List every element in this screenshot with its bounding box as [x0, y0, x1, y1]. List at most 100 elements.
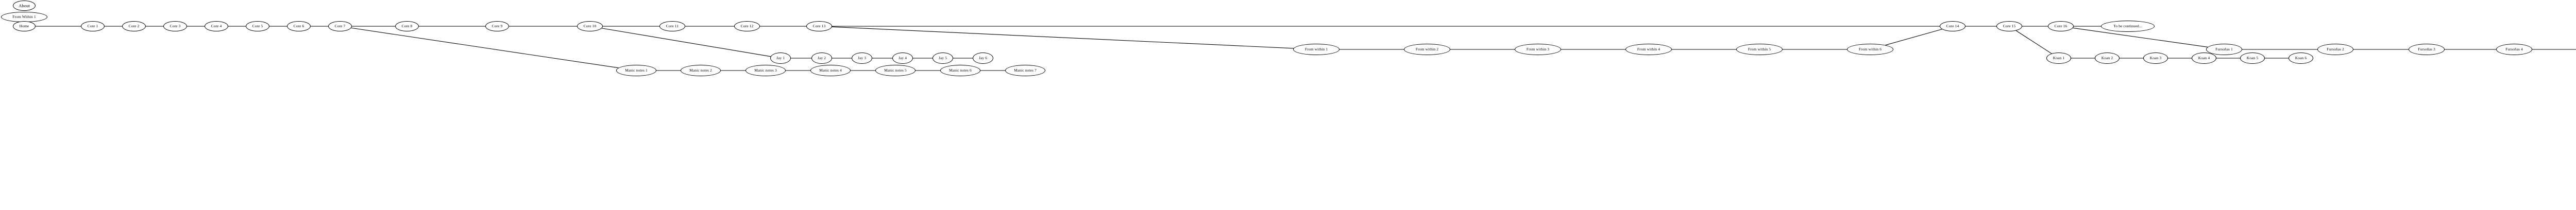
graph-node-core10[interactable]: Core 10 — [577, 21, 603, 31]
graph-node-label: Core 6 — [293, 24, 304, 29]
graph-node-jay1[interactable]: Jay 1 — [770, 52, 791, 64]
graph-node-core4[interactable]: Core 4 — [205, 21, 228, 31]
graph-node-label: From within 4 — [1637, 47, 1660, 52]
graph-node-home[interactable]: Home — [13, 21, 36, 31]
graph-node-fw6[interactable]: From within 6 — [1847, 44, 1893, 55]
graph-node-jay3[interactable]: Jay 3 — [852, 52, 872, 64]
graph-node-label: About — [19, 3, 30, 8]
graph-node-mn5[interactable]: Manic notes 5 — [875, 65, 916, 76]
graph-node-label: Koan 4 — [2198, 56, 2210, 61]
graph-node-fur2[interactable]: Fursoñas 2 — [2317, 44, 2353, 55]
graph-node-koan6[interactable]: Koan 6 — [2289, 52, 2313, 64]
graph-node-label: To be continued... — [2113, 24, 2142, 29]
graph-node-mn2[interactable]: Manic notes 2 — [681, 65, 721, 76]
graph-node-label: Core 14 — [1946, 24, 1959, 29]
graph-node-label: Core 15 — [2003, 24, 2016, 29]
graph-node-core14[interactable]: Core 14 — [1940, 21, 1965, 31]
graph-node-fur3[interactable]: Fursoñas 3 — [2409, 44, 2445, 55]
graph-node-jay5[interactable]: Jay 5 — [933, 52, 953, 64]
graph-node-fur4[interactable]: Fursoñas 4 — [2496, 44, 2532, 55]
graph-node-fw1[interactable]: From within 1 — [1293, 44, 1340, 55]
graph-node-core3[interactable]: Core 3 — [163, 21, 187, 31]
graph-node-label: From Within 1 — [12, 14, 36, 20]
graph-node-jay6[interactable]: Jay 6 — [973, 52, 993, 64]
graph-node-label: Core 16 — [2054, 24, 2067, 29]
graph-node-label: Core 13 — [812, 24, 826, 29]
graph-node-koan2[interactable]: Koan 2 — [2095, 52, 2120, 64]
graph-node-mn6[interactable]: Manic notes 6 — [940, 65, 980, 76]
graph-node-label: Fursoñas 3 — [2418, 47, 2435, 52]
graph-node-label: Manic notes 7 — [1014, 68, 1037, 73]
graph-node-core15[interactable]: Core 15 — [1996, 21, 2022, 31]
graph-node-jay4[interactable]: Jay 4 — [892, 52, 913, 64]
graph-node-label: Koan 1 — [2053, 56, 2065, 61]
graph-node-core6[interactable]: Core 6 — [287, 21, 311, 31]
graph-node-label: From within 3 — [1526, 47, 1550, 52]
graph-node-core8[interactable]: Core 8 — [395, 21, 419, 31]
graph-node-label: Jay 2 — [817, 56, 826, 61]
graph-node-label: Manic notes 5 — [884, 68, 907, 73]
graph-node-label: Manic notes 6 — [949, 68, 972, 73]
graph-node-mn4[interactable]: Manic notes 4 — [810, 65, 851, 76]
graph-node-label: Koan 3 — [2149, 56, 2162, 61]
graph-edge-fw6-core14 — [1885, 29, 1942, 46]
graph-edge-core13-fw1 — [832, 26, 1294, 49]
graph-node-core11[interactable]: Core 11 — [659, 21, 685, 31]
graph-node-label: Manic notes 2 — [689, 68, 712, 73]
graph-node-from_within_1_top[interactable]: From Within 1 — [1, 12, 47, 22]
graph-node-mn1[interactable]: Manic notes 1 — [616, 65, 656, 76]
graph-node-label: Core 4 — [211, 24, 222, 29]
graph-node-label: Core 8 — [401, 24, 413, 29]
graph-node-label: Core 2 — [128, 24, 140, 29]
graph-node-label: From within 5 — [1748, 47, 1771, 52]
graph-node-label: Core 10 — [583, 24, 597, 29]
graph-node-label: Manic notes 3 — [754, 68, 777, 73]
graph-node-fw4[interactable]: From within 4 — [1625, 44, 1672, 55]
graph-node-core9[interactable]: Core 9 — [485, 21, 509, 31]
graph-node-label: Manic notes 1 — [625, 68, 648, 73]
graph-node-label: Core 3 — [170, 24, 181, 29]
graph-node-mn7[interactable]: Manic notes 7 — [1005, 65, 1045, 76]
graph-node-core5[interactable]: Core 5 — [246, 21, 269, 31]
graph-node-fw3[interactable]: From within 3 — [1515, 44, 1561, 55]
graph-node-core1[interactable]: Core 1 — [81, 21, 105, 31]
graph-node-koan4[interactable]: Koan 4 — [2192, 52, 2216, 64]
graph-node-label: Core 9 — [492, 24, 503, 29]
graph-node-label: Core 11 — [666, 24, 679, 29]
graph-node-fw5[interactable]: From within 5 — [1736, 44, 1783, 55]
graph-edge-core7-mn1 — [351, 27, 619, 68]
graph-node-label: From within 1 — [1304, 47, 1328, 52]
graph-node-label: Koan 6 — [2295, 56, 2307, 61]
graph-node-label: Jay 4 — [898, 56, 907, 61]
graph-node-jay2[interactable]: Jay 2 — [811, 52, 832, 64]
graph-node-label: Jay 3 — [857, 56, 867, 61]
graph-node-fur1[interactable]: Fursoñas 1 — [2206, 44, 2242, 55]
graph-edge-core10-jay1 — [601, 28, 771, 57]
graph-node-fw2[interactable]: From within 2 — [1404, 44, 1450, 55]
graph-node-label: From within 6 — [1858, 47, 1882, 52]
graph-node-label: Core 1 — [87, 24, 98, 29]
graph-node-core13[interactable]: Core 13 — [806, 21, 832, 31]
graph-node-label: Manic notes 4 — [819, 68, 842, 73]
graph-node-label: Koan 5 — [2246, 56, 2259, 61]
graph-node-label: Jay 6 — [978, 56, 988, 61]
graph-node-label: Fursoñas 4 — [2505, 47, 2523, 52]
graph-node-label: Core 7 — [334, 24, 346, 29]
graph-node-label: Core 5 — [252, 24, 263, 29]
graph-node-koan1[interactable]: Koan 1 — [2046, 52, 2071, 64]
graph-node-koan5[interactable]: Koan 5 — [2240, 52, 2265, 64]
graph-node-core12[interactable]: Core 12 — [734, 21, 760, 31]
graph-node-label: From within 2 — [1415, 47, 1439, 52]
graph-node-label: Home — [19, 24, 29, 29]
graph-node-core16[interactable]: Core 16 — [2048, 21, 2074, 31]
graph-node-koan3[interactable]: Koan 3 — [2143, 52, 2168, 64]
graph-node-core7[interactable]: Core 7 — [328, 21, 352, 31]
graph-node-label: Core 12 — [740, 24, 754, 29]
graph-node-mn3[interactable]: Manic notes 3 — [745, 65, 786, 76]
graph-node-core2[interactable]: Core 2 — [122, 21, 146, 31]
graph-node-label: Koan 2 — [2101, 56, 2113, 61]
graph-node-tbc[interactable]: To be continued... — [2101, 21, 2155, 32]
graph-node-label: Jay 5 — [938, 56, 947, 61]
graph-node-about[interactable]: About — [13, 1, 36, 11]
